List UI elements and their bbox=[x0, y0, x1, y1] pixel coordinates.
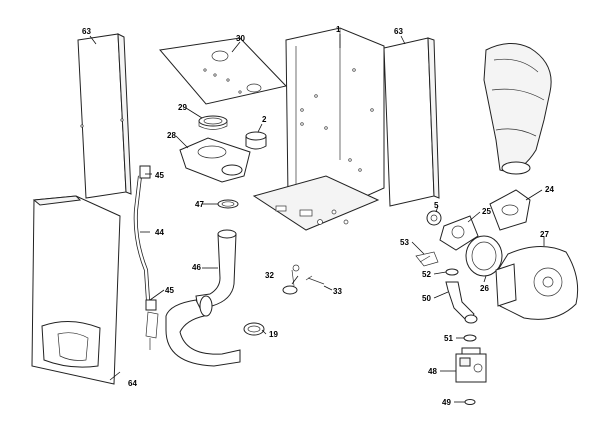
fan-assembly bbox=[495, 246, 579, 320]
gas-elbow bbox=[445, 281, 478, 324]
sealing-cap bbox=[245, 131, 267, 150]
callout-30: 30 bbox=[236, 34, 245, 43]
callout-47: 47 bbox=[195, 200, 204, 209]
o-ring-mid bbox=[463, 334, 477, 342]
clamp-ring bbox=[217, 199, 239, 209]
callout-63-left: 63 bbox=[82, 27, 91, 36]
callout-49: 49 bbox=[442, 398, 451, 407]
front-cover bbox=[31, 195, 121, 385]
callout-51: 51 bbox=[444, 334, 453, 343]
gas-pipe bbox=[133, 175, 150, 301]
pipe-union-top bbox=[139, 165, 151, 179]
flue-gasket bbox=[198, 115, 228, 130]
callout-45-top: 45 bbox=[155, 171, 164, 180]
fixing-screw bbox=[305, 275, 325, 285]
callout-25: 25 bbox=[482, 207, 491, 216]
air-pipe bbox=[165, 229, 241, 367]
callout-26: 26 bbox=[480, 284, 489, 293]
callout-28: 28 bbox=[167, 131, 176, 140]
callout-50: 50 bbox=[422, 294, 431, 303]
flue-adaptor bbox=[179, 137, 251, 183]
venturi bbox=[439, 215, 479, 251]
pipe-clip bbox=[243, 322, 265, 336]
callout-44: 44 bbox=[155, 228, 164, 237]
callout-2: 2 bbox=[262, 115, 267, 124]
leader-lines bbox=[89, 34, 545, 403]
retaining-clip bbox=[415, 251, 439, 267]
callout-52: 52 bbox=[422, 270, 431, 279]
side-panel-right bbox=[383, 37, 440, 207]
callout-45-bottom: 45 bbox=[165, 286, 174, 295]
gas-valve bbox=[455, 347, 487, 383]
top-plate bbox=[159, 37, 287, 105]
callout-29: 29 bbox=[178, 103, 187, 112]
callout-63-right: 63 bbox=[394, 27, 403, 36]
o-ring-upper bbox=[445, 268, 459, 276]
callout-32: 32 bbox=[265, 271, 274, 280]
callout-27: 27 bbox=[540, 230, 549, 239]
callout-33: 33 bbox=[333, 287, 342, 296]
callout-46: 46 bbox=[192, 263, 201, 272]
callout-53: 53 bbox=[400, 238, 409, 247]
callout-64: 64 bbox=[128, 379, 137, 388]
fan-seal bbox=[465, 235, 503, 277]
pipe-union-bottom bbox=[145, 299, 159, 350]
callout-1: 1 bbox=[336, 25, 341, 34]
callout-48: 48 bbox=[428, 367, 437, 376]
main-frame bbox=[252, 27, 385, 231]
washer bbox=[464, 399, 476, 405]
callout-24: 24 bbox=[545, 185, 554, 194]
heat-exchanger bbox=[483, 43, 552, 175]
pressure-switch bbox=[426, 210, 442, 226]
fan-gasket bbox=[489, 189, 531, 231]
side-panel-left bbox=[77, 33, 132, 199]
grommet bbox=[282, 264, 300, 295]
callout-19: 19 bbox=[269, 330, 278, 339]
callout-5: 5 bbox=[434, 201, 439, 210]
